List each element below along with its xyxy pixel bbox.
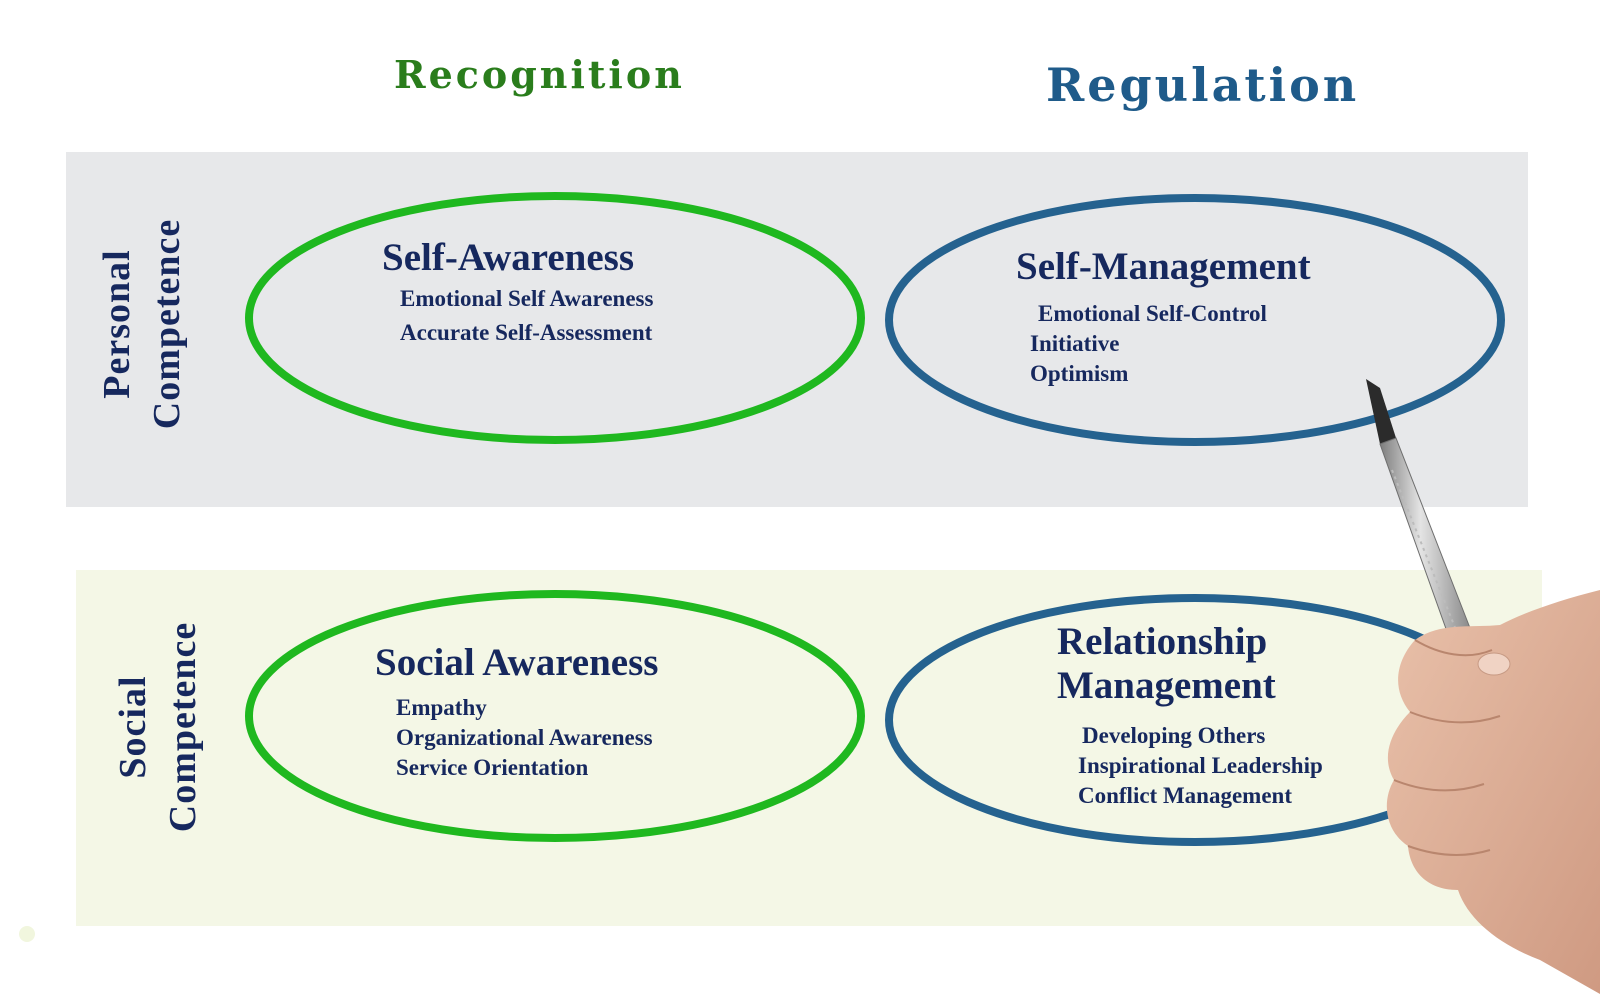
self-awareness-title: Self-Awareness xyxy=(382,236,635,279)
relationship-management-title-line2: Management xyxy=(1057,664,1276,707)
relationship-management-items: Developing Others Inspirational Leadersh… xyxy=(1078,721,1323,811)
column-heading-recognition: Recognition xyxy=(394,52,685,97)
self-management-title: Self-Management xyxy=(1016,245,1311,288)
list-item: Emotional Self-Control xyxy=(1038,301,1267,326)
self-management-items: Emotional Self-Control Initiative Optimi… xyxy=(1030,299,1267,389)
list-item: Accurate Self-Assessment xyxy=(400,320,653,345)
list-item: Organizational Awareness xyxy=(396,725,653,750)
list-item: Developing Others xyxy=(1082,723,1266,748)
list-item: Emotional Self Awareness xyxy=(400,286,654,311)
list-item: Conflict Management xyxy=(1078,783,1292,808)
column-heading-regulation: Regulation xyxy=(1046,58,1360,112)
self-awareness-items: Emotional Self Awareness Accurate Self-A… xyxy=(400,284,653,348)
list-item: Service Orientation xyxy=(396,755,589,780)
hand-icon xyxy=(1386,590,1600,994)
social-awareness-items: Empathy Organizational Awareness Service… xyxy=(396,693,653,783)
list-item: Inspirational Leadership xyxy=(1078,753,1323,778)
pen-icon xyxy=(1366,379,1471,641)
social-awareness-title: Social Awareness xyxy=(375,641,659,684)
relationship-management-title: Relationship Management xyxy=(1057,620,1276,708)
list-item: Optimism xyxy=(1030,361,1129,386)
relationship-management-title-line1: Relationship xyxy=(1057,620,1268,663)
list-item: Empathy xyxy=(396,695,487,720)
list-item: Initiative xyxy=(1030,331,1120,356)
